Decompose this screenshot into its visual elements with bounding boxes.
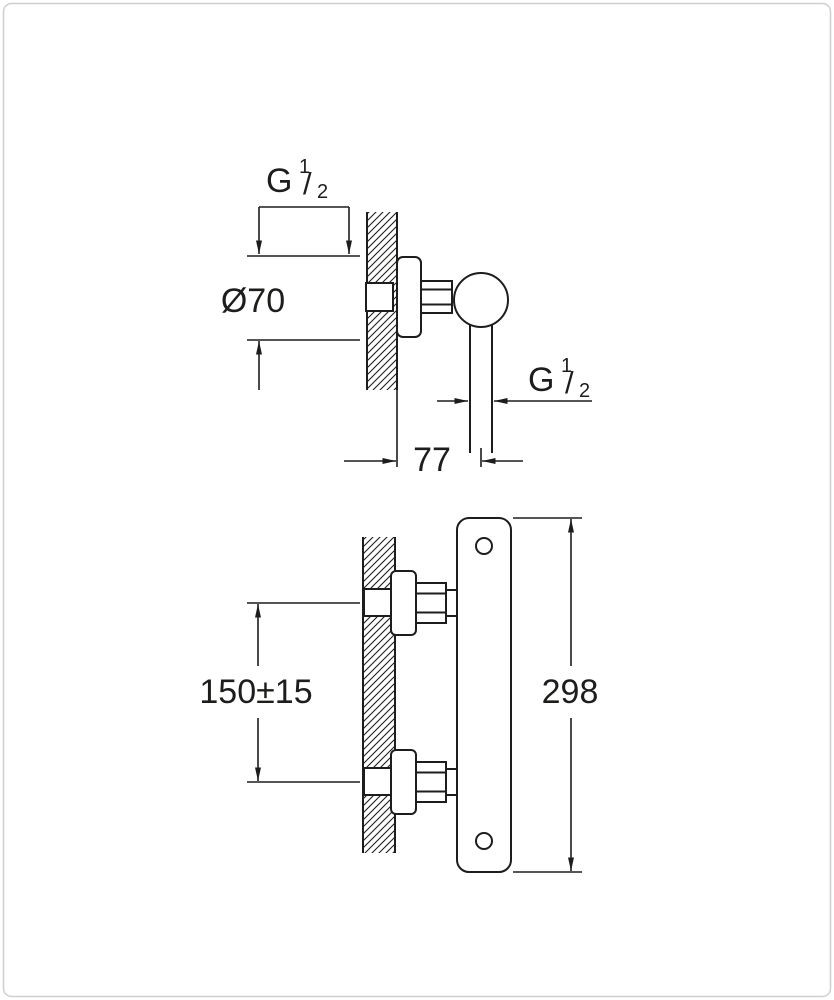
dim-outlet-thread: G 1 / 2 [437,355,592,404]
inlet-thread-label: G [266,162,292,200]
outlet-thread-slash: / [565,365,574,400]
wall-to-outlet-label: 77 [413,441,451,479]
mixer-body-bottom-detail [475,832,493,850]
mixer-body [456,517,512,873]
shower-outlet-pipe [469,325,493,453]
front-view: 150±15 298 [199,517,599,873]
mixer-body-outline [456,517,512,873]
lower-escutcheon [390,749,417,815]
lower-wall-union [363,767,392,796]
inlet-thread-denominator: 2 [317,181,328,203]
upper-union-nut [415,582,447,624]
escutcheon-diameter-label: Ø70 [221,282,285,320]
upper-escutcheon [390,570,417,636]
inlet-spacing-label: 150±15 [199,673,312,711]
overall-length-label: 298 [542,673,599,711]
mixer-body-top-detail [475,537,493,555]
wall-union [365,282,394,312]
outlet-thread-label: G [528,361,554,399]
outlet-thread-numerator: 1 [561,355,572,377]
lower-inlet-connection [363,749,459,815]
dim-inlet-thread: G 1 / 2 [256,156,352,254]
dim-wall-to-outlet: 77 [344,390,523,479]
side-view: G 1 / 2 Ø70 G 1 / 2 77 [221,156,592,479]
dim-inlet-spacing: 150±15 [199,602,360,783]
dim-escutcheon-diameter: Ø70 [221,255,360,390]
dim-overall-length: 298 [513,517,599,873]
inlet-thread-numerator: 1 [299,156,310,178]
upper-wall-union [363,588,392,617]
union-nut [420,280,453,314]
outlet-thread-denominator: 2 [579,380,590,402]
escutcheon [396,256,422,338]
lower-union-nut [415,761,447,803]
thermostat-body-end [453,272,509,328]
upper-inlet-connection [363,570,459,636]
inlet-thread-slash: / [303,166,312,201]
